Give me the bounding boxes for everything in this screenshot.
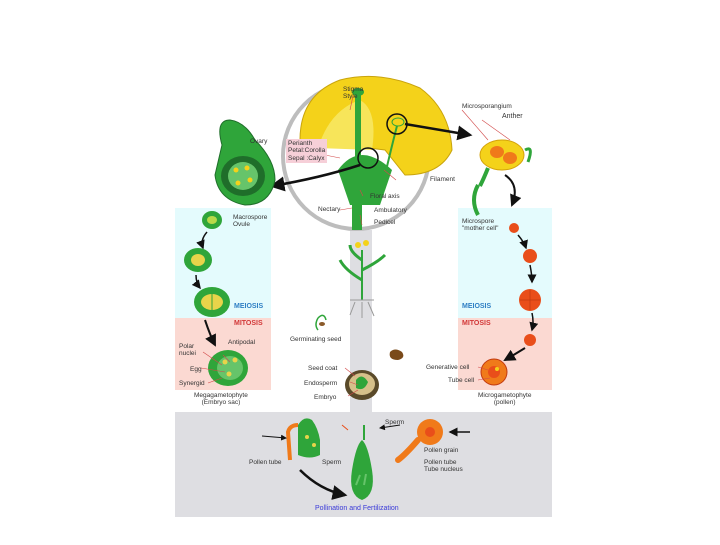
label-sperm-left: Sperm [322, 459, 342, 466]
label-perianth: Perianth Petal:Corolla Sepal :Calyx [286, 139, 328, 164]
left-meiosis-tag: MEIOSIS [234, 303, 264, 310]
label-microspore-mother: Microspore "mother cell" [462, 218, 499, 233]
right-meiosis-tag: MEIOSIS [462, 303, 492, 310]
anther-illustration [472, 139, 532, 216]
label-antipodal: Antipodal [228, 339, 256, 346]
label-megagametophyte: Megagametophyte (Embryo sac) [194, 392, 248, 407]
label-nectary: Nectary [318, 206, 341, 213]
label-stigma-style: Stigma Style [343, 86, 364, 101]
label-embryo: Embryo [314, 394, 337, 401]
arrow-to-anther [404, 122, 473, 141]
megaspore-sequence [184, 211, 248, 386]
label-egg: Egg [190, 366, 202, 373]
label-microsporangium: Microsporangium [462, 103, 512, 110]
label-germinating-seed: Germinating seed [290, 336, 342, 343]
fertilization-illustrations [261, 418, 470, 500]
seed-illustration [345, 349, 404, 400]
label-sperm-right: Sperm [385, 419, 405, 426]
left-mitosis-tag: MITOSIS [234, 320, 263, 327]
label-pollen-tube-right: Pollen tube Tube nucleus [424, 459, 463, 474]
label-anther: Anther [502, 113, 523, 120]
label-seed-coat: Seed coat [308, 365, 338, 372]
label-pollen-tube-left: Pollen tube [249, 459, 282, 466]
right-mitosis-tag: MITOSIS [462, 320, 491, 327]
label-filament: Filament [430, 176, 455, 183]
ovary-illustration [214, 119, 276, 206]
label-ovary: Ovary [250, 138, 268, 145]
label-polar-nuclei: Polar nuclei [179, 343, 196, 358]
label-tube-cell: Tube cell [448, 377, 475, 384]
label-generative-cell: Generative cell [426, 364, 470, 371]
label-pedicel: Pedicel [374, 219, 396, 226]
central-flower [281, 75, 453, 231]
label-synergid: Synergid [179, 380, 205, 387]
label-endosperm: Endosperm [304, 380, 338, 387]
label-pollen-grain: Pollen grain [424, 447, 459, 454]
label-microgametophyte: Microgametophyte (pollen) [478, 392, 532, 407]
label-floral-axis: Floral axis [370, 193, 400, 200]
label-megaspore-ovule: Macrospore Ovule [233, 214, 268, 229]
microspore-sequence [480, 223, 541, 386]
plant-seedling [315, 240, 387, 331]
arrow-to-ovary [269, 163, 361, 192]
label-ambulatory: Ambulatory [374, 207, 407, 214]
fertilization-title: Pollination and Fertilization [315, 505, 399, 512]
